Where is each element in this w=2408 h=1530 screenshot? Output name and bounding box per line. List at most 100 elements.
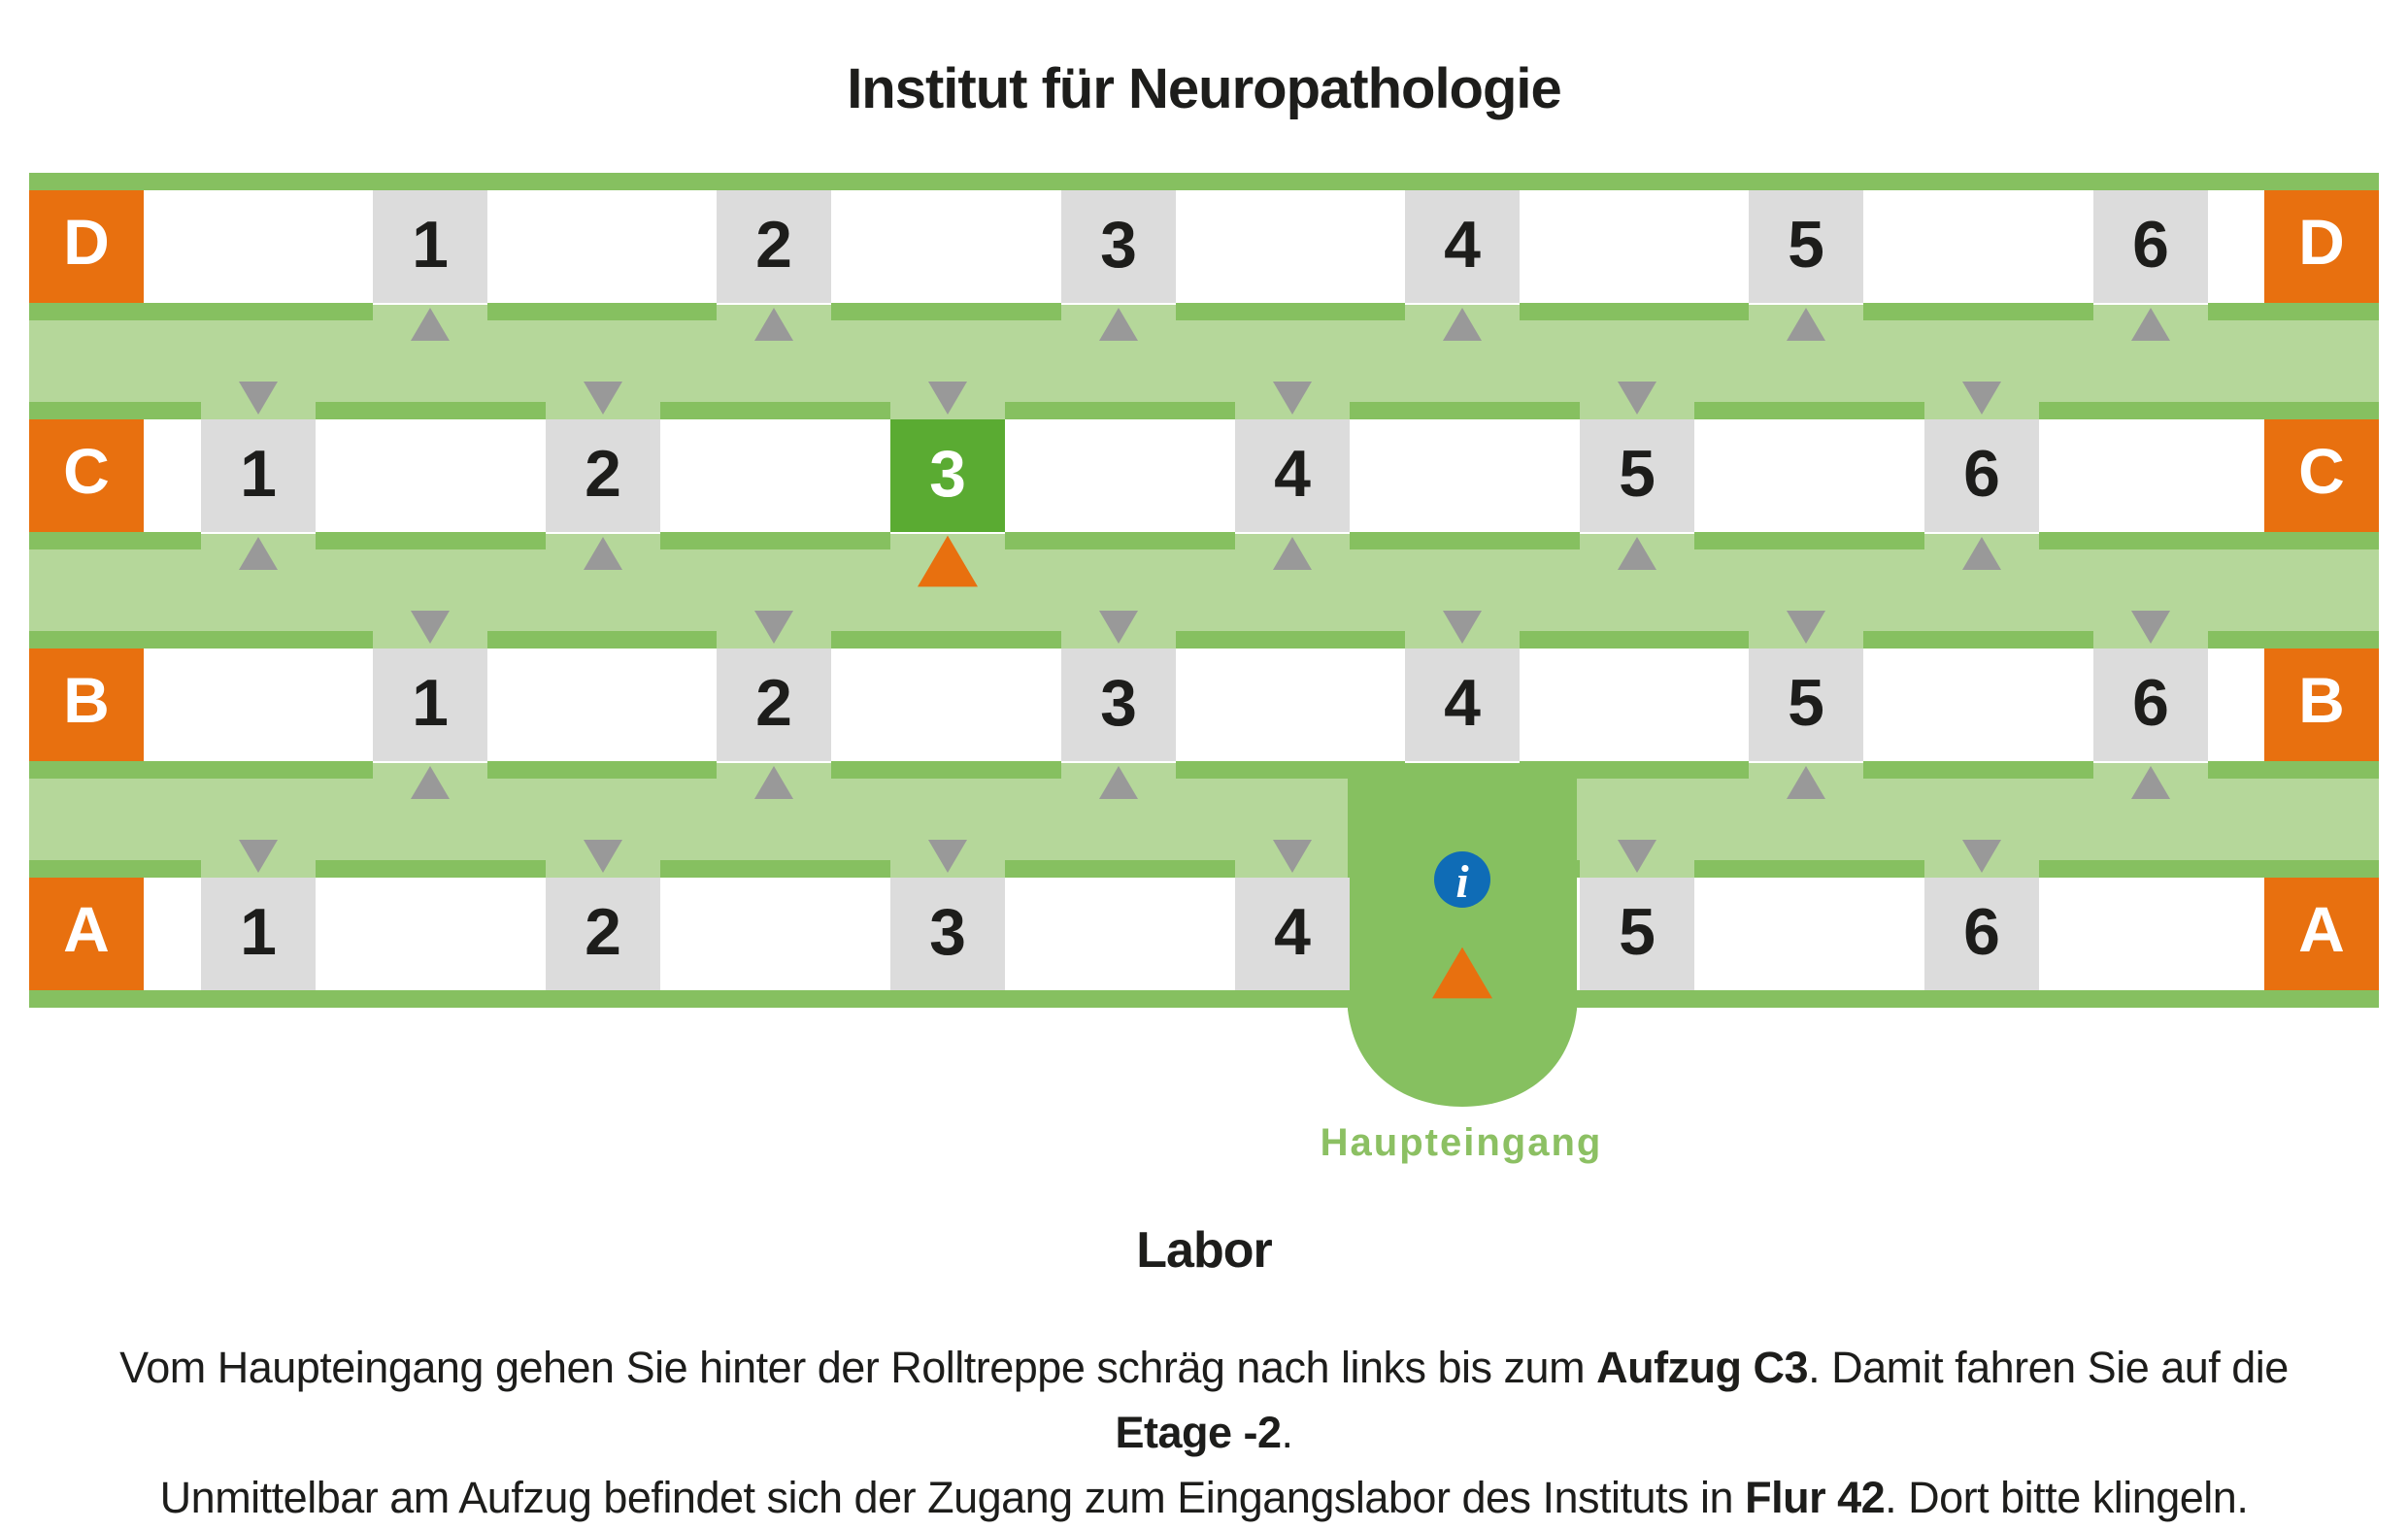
- elevator-box: [1924, 878, 2039, 990]
- description-segment: . Dort bitte klingeln.: [1885, 1473, 2249, 1522]
- elevator-number: 2: [755, 666, 792, 740]
- corridor-border: [2039, 402, 2379, 419]
- corridor-border: [29, 303, 373, 320]
- arrow-down-icon: [1443, 611, 1482, 644]
- elevator-number: 5: [1788, 208, 1824, 282]
- corridor-border: [1863, 303, 2093, 320]
- arrow-down-icon: [239, 840, 278, 873]
- arrow-up-icon: [754, 766, 793, 799]
- row-label: C: [63, 435, 110, 507]
- row-label-box: [29, 878, 144, 990]
- elevator-number: 6: [2132, 208, 2169, 282]
- elevator-box: [1061, 190, 1176, 303]
- elevator-number: 1: [240, 895, 277, 969]
- description-line-2: Unmittelbar am Aufzug befindet sich der …: [78, 1465, 2330, 1530]
- description-segment: Unmittelbar am Aufzug befindet sich der …: [159, 1473, 1746, 1522]
- info-icon: [1434, 851, 1490, 908]
- corridor-border: [831, 631, 1061, 649]
- elevator-number: 5: [1788, 666, 1824, 740]
- arrow-up-icon: [239, 537, 278, 570]
- corridor-border: [1350, 402, 1580, 419]
- elevator-box: [717, 649, 831, 761]
- arrow-down-icon: [1273, 382, 1312, 415]
- elevator-box: [1924, 419, 2039, 532]
- triangle-up-icon: [918, 535, 978, 587]
- row-label: B: [2298, 664, 2345, 736]
- description-segment: Etage -2: [1115, 1408, 1282, 1457]
- corridor-border: [1520, 303, 1749, 320]
- corridor-border: [487, 631, 717, 649]
- corridor-border: [660, 860, 890, 878]
- description-segment: .: [1281, 1408, 1294, 1457]
- elevator-box: [1580, 878, 1694, 990]
- elevator-number: 5: [1619, 437, 1656, 511]
- arrow-up-icon: [1618, 537, 1656, 570]
- row-label: A: [63, 893, 110, 965]
- arrow-up-icon: [1443, 308, 1482, 341]
- arrow-down-icon: [584, 382, 622, 415]
- elevator-number: 4: [1444, 666, 1481, 740]
- corridor-border: [2208, 303, 2379, 320]
- arrow-down-icon: [754, 611, 793, 644]
- arrow-up-icon: [2131, 308, 2170, 341]
- elevator-box: [546, 878, 660, 990]
- elevator-box: [1235, 419, 1350, 532]
- arrow-down-icon: [928, 382, 967, 415]
- elevator-box: [1749, 649, 1863, 761]
- corridor-border: [1863, 631, 2093, 649]
- row-label-box: [2264, 190, 2379, 303]
- elevator-number: 6: [2132, 666, 2169, 740]
- arrow-up-icon: [1962, 537, 2001, 570]
- elevator-number: 2: [585, 895, 621, 969]
- row-label-box: [2264, 419, 2379, 532]
- corridor-border: [29, 173, 2379, 190]
- corridor-border: [29, 761, 373, 779]
- arrow-down-icon: [1962, 840, 2001, 873]
- corridor-border: [660, 402, 890, 419]
- description-segment: . Damit fahren Sie auf die: [1808, 1343, 2289, 1392]
- arrow-down-icon: [411, 611, 450, 644]
- corridor-border: [1863, 761, 2093, 779]
- corridor-border: [29, 631, 373, 649]
- entrance-lobby: [1348, 763, 1577, 1107]
- arrow-down-icon: [1273, 840, 1312, 873]
- map-subtitle: Labor: [1136, 1222, 1272, 1279]
- row-label-box: [29, 649, 144, 761]
- elevator-box: [1749, 190, 1863, 303]
- elevator-number: 3: [1100, 208, 1137, 282]
- arrow-down-icon: [2131, 611, 2170, 644]
- arrow-up-icon: [2131, 766, 2170, 799]
- elevator-number: 4: [1274, 437, 1311, 511]
- corridor-border: [1005, 860, 1235, 878]
- arrow-up-icon: [1099, 308, 1138, 341]
- arrow-down-icon: [1787, 611, 1825, 644]
- elevator-box: [1405, 190, 1520, 303]
- corridor-border: [831, 761, 1061, 779]
- elevator-number: 6: [1963, 437, 2000, 511]
- corridor-border: [487, 761, 717, 779]
- elevator-number: 4: [1444, 208, 1481, 282]
- elevator-box: [890, 878, 1005, 990]
- corridor-border: [831, 303, 1061, 320]
- corridor-border: [29, 532, 201, 549]
- elevator-number: 6: [1963, 895, 2000, 969]
- row-label-box: [2264, 878, 2379, 990]
- corridor-border: [2208, 631, 2379, 649]
- arrow-up-icon: [1273, 537, 1312, 570]
- elevator-box: [201, 878, 316, 990]
- corridor-border: [2039, 860, 2379, 878]
- description-line-1: Vom Haupteingang gehen Sie hinter der Ro…: [78, 1335, 2330, 1465]
- elevator-box-highlighted: [890, 419, 1005, 532]
- elevator-box: [373, 190, 487, 303]
- triangle-up-icon: [1432, 947, 1492, 999]
- corridor-border: [1694, 402, 1924, 419]
- corridor-border: [2039, 532, 2379, 549]
- arrow-up-icon: [584, 537, 622, 570]
- arrow-down-icon: [1099, 611, 1138, 644]
- arrow-down-icon: [1618, 840, 1656, 873]
- description-segment: Aufzug C3: [1596, 1343, 1809, 1392]
- corridor-border: [1176, 631, 1405, 649]
- corridor-border: [2208, 761, 2379, 779]
- map-title: Institut für Neuropathologie: [847, 57, 1562, 120]
- elevator-box: [1405, 649, 1520, 761]
